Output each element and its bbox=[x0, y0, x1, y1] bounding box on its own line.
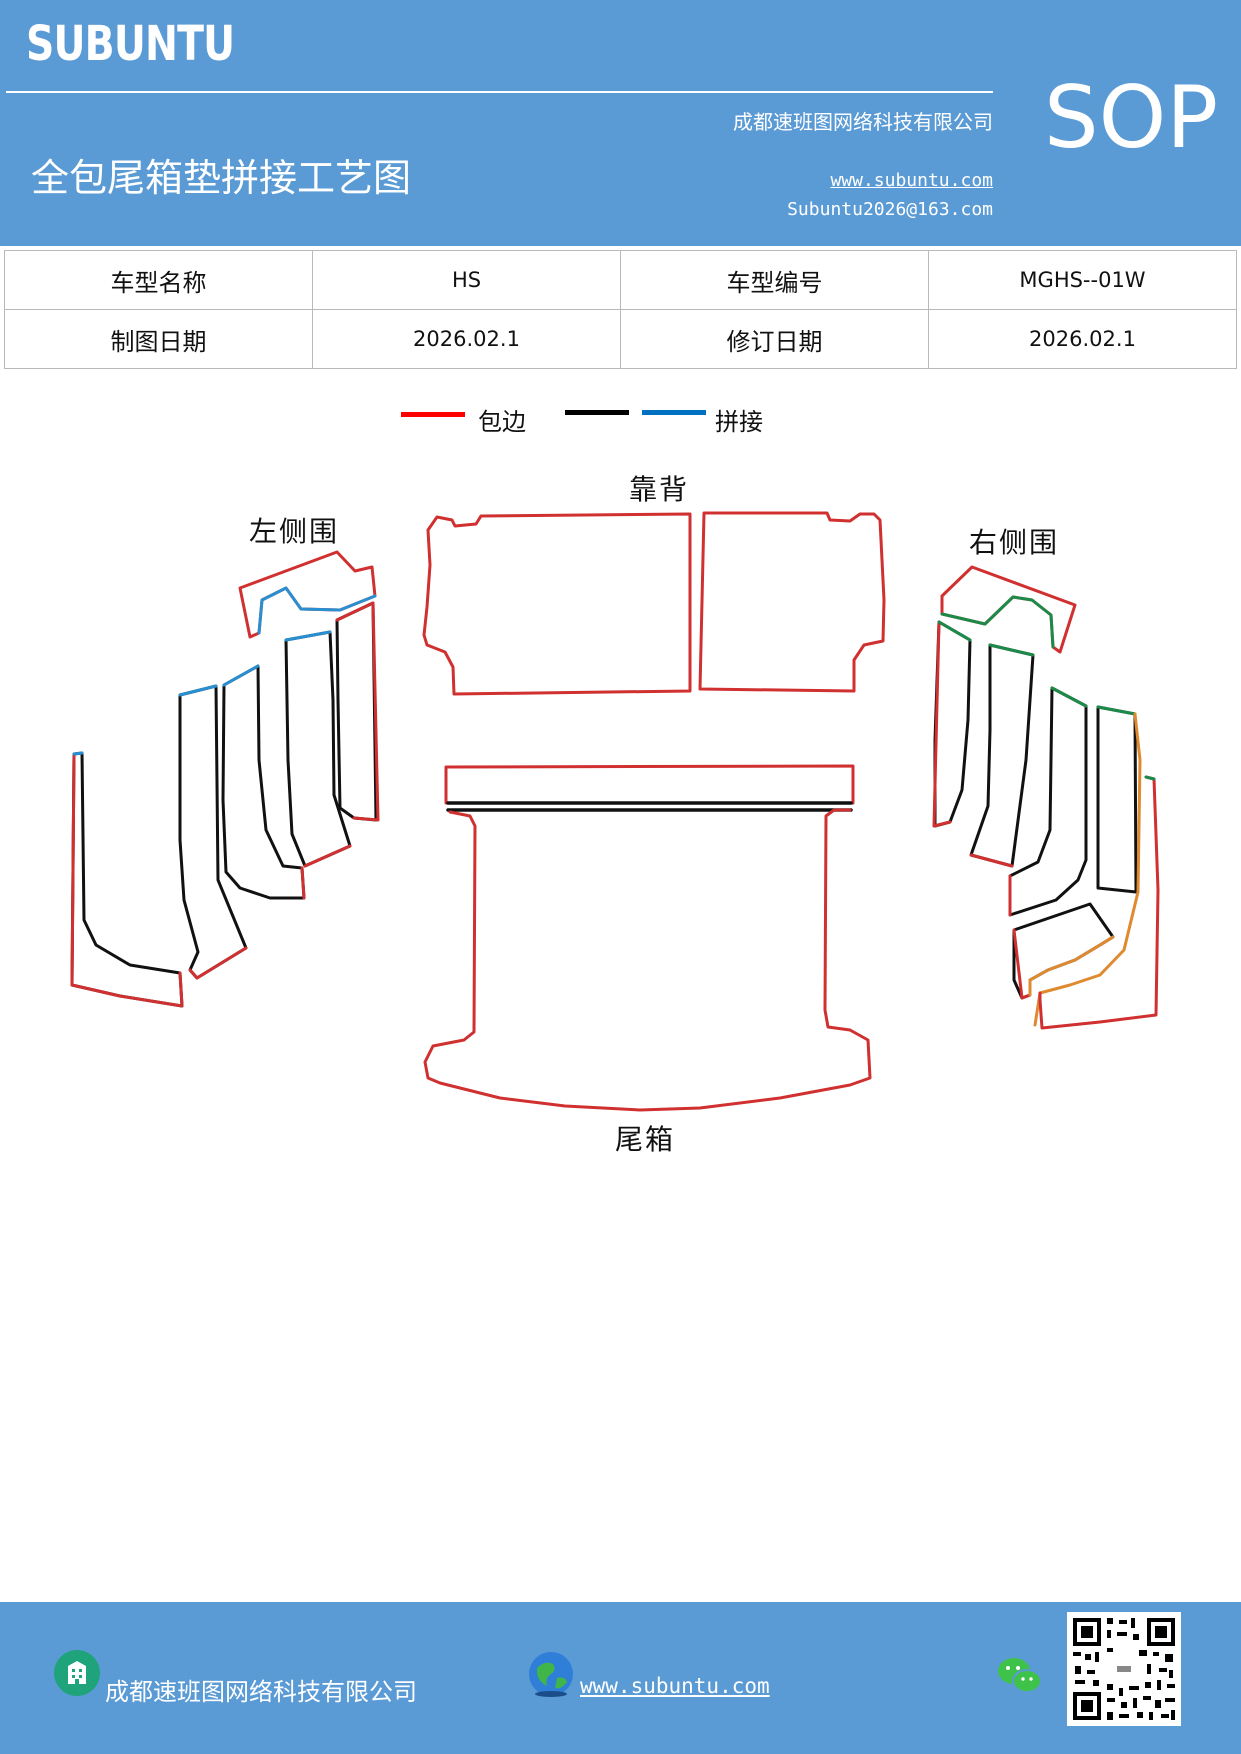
header-website-link[interactable]: www.subuntu.com bbox=[830, 170, 993, 191]
right-side-edge bbox=[1012, 928, 1032, 1000]
header-email: Subuntu2026@163.com bbox=[787, 199, 993, 220]
right-side-edge bbox=[932, 620, 952, 828]
revise-date-label: 修订日期 bbox=[620, 309, 929, 369]
legend-label-edge: 包边 bbox=[478, 408, 526, 436]
globe-icon bbox=[527, 1650, 575, 1698]
right-side-top-cap bbox=[940, 565, 1077, 654]
backrest-right-panel bbox=[698, 511, 886, 693]
label-trunk: 尾箱 bbox=[615, 1123, 676, 1156]
right-side-piece bbox=[969, 643, 1035, 868]
draw-date-label: 制图日期 bbox=[4, 309, 313, 369]
right-side-seam bbox=[937, 620, 972, 642]
left-side-piece bbox=[335, 601, 378, 822]
model-name-label: 车型名称 bbox=[4, 250, 313, 310]
revise-date-value: 2026.02.1 bbox=[928, 309, 1237, 369]
draw-date-value: 2026.02.1 bbox=[312, 309, 621, 369]
model-name-value: HS bbox=[312, 250, 621, 310]
right-side-seam bbox=[940, 595, 1055, 649]
legend-swatch-seam bbox=[642, 410, 706, 415]
right-side-outer-strip bbox=[1038, 775, 1160, 1030]
right-side-seam bbox=[988, 643, 1035, 657]
label-left-side: 左侧围 bbox=[249, 515, 340, 548]
legend: 包边 拼接 bbox=[0, 400, 1241, 440]
left-side-edge bbox=[70, 752, 184, 1008]
right-side-seam bbox=[1028, 935, 1115, 997]
right-side-piece bbox=[1008, 686, 1088, 917]
left-side-seam bbox=[284, 630, 332, 642]
trunk-top-strip bbox=[444, 764, 855, 805]
legend-swatch-edge bbox=[401, 412, 465, 417]
left-side-piece bbox=[178, 684, 248, 980]
brand-logo: SUBUNTU bbox=[26, 16, 235, 72]
right-side-seam bbox=[1033, 712, 1142, 1027]
right-side-edge bbox=[969, 853, 1014, 868]
left-side-seam bbox=[178, 684, 218, 697]
qr-code bbox=[1067, 1612, 1181, 1726]
backrest-left-panel bbox=[422, 512, 692, 696]
left-side-seam bbox=[72, 751, 84, 756]
mat-diagram bbox=[70, 511, 1160, 1112]
header-company: 成都速班图网络科技有限公司 bbox=[733, 110, 993, 134]
right-side-seam bbox=[1050, 686, 1088, 708]
table-row: 制图日期 2026.02.1 修订日期 2026.02.1 bbox=[4, 309, 1237, 369]
header-divider bbox=[6, 91, 993, 93]
right-side-seam bbox=[1096, 705, 1137, 716]
label-right-side: 右侧围 bbox=[969, 526, 1060, 559]
left-side-edge bbox=[335, 601, 380, 822]
label-backrest: 靠背 bbox=[629, 473, 690, 506]
right-side-seam bbox=[1144, 775, 1156, 781]
right-side-piece bbox=[1096, 705, 1138, 894]
doc-type: SOP bbox=[1044, 68, 1219, 168]
left-side-seam bbox=[257, 586, 377, 635]
page-title: 全包尾箱垫拼接工艺图 bbox=[31, 156, 412, 200]
info-table: 车型名称 HS 车型编号 MGHS--01W 制图日期 2026.02.1 修订… bbox=[4, 250, 1237, 369]
footer-banner: 成都速班图网络科技有限公司 www.subuntu.com bbox=[0, 1602, 1241, 1754]
footer-company: 成都速班图网络科技有限公司 bbox=[105, 1678, 417, 1706]
model-code-value: MGHS--01W bbox=[928, 250, 1237, 310]
left-side-edge bbox=[303, 844, 352, 868]
left-side-piece bbox=[70, 751, 184, 1008]
left-side-edge bbox=[188, 946, 248, 980]
left-side-piece bbox=[221, 664, 306, 900]
header-banner: SUBUNTU 成都速班图网络科技有限公司 SOP 全包尾箱垫拼接工艺图 www… bbox=[0, 0, 1241, 246]
right-side-piece bbox=[933, 620, 972, 828]
left-side-seam bbox=[222, 664, 260, 687]
trunk-floor bbox=[423, 808, 872, 1112]
footer-website-link[interactable]: www.subuntu.com bbox=[580, 1674, 770, 1698]
wechat-icon bbox=[996, 1654, 1044, 1698]
building-icon bbox=[54, 1650, 100, 1696]
legend-swatch-black bbox=[565, 410, 629, 415]
table-row: 车型名称 HS 车型编号 MGHS--01W bbox=[4, 250, 1237, 310]
left-side-edge bbox=[300, 866, 306, 900]
model-code-label: 车型编号 bbox=[620, 250, 929, 310]
legend-label-seam: 拼接 bbox=[715, 408, 763, 436]
